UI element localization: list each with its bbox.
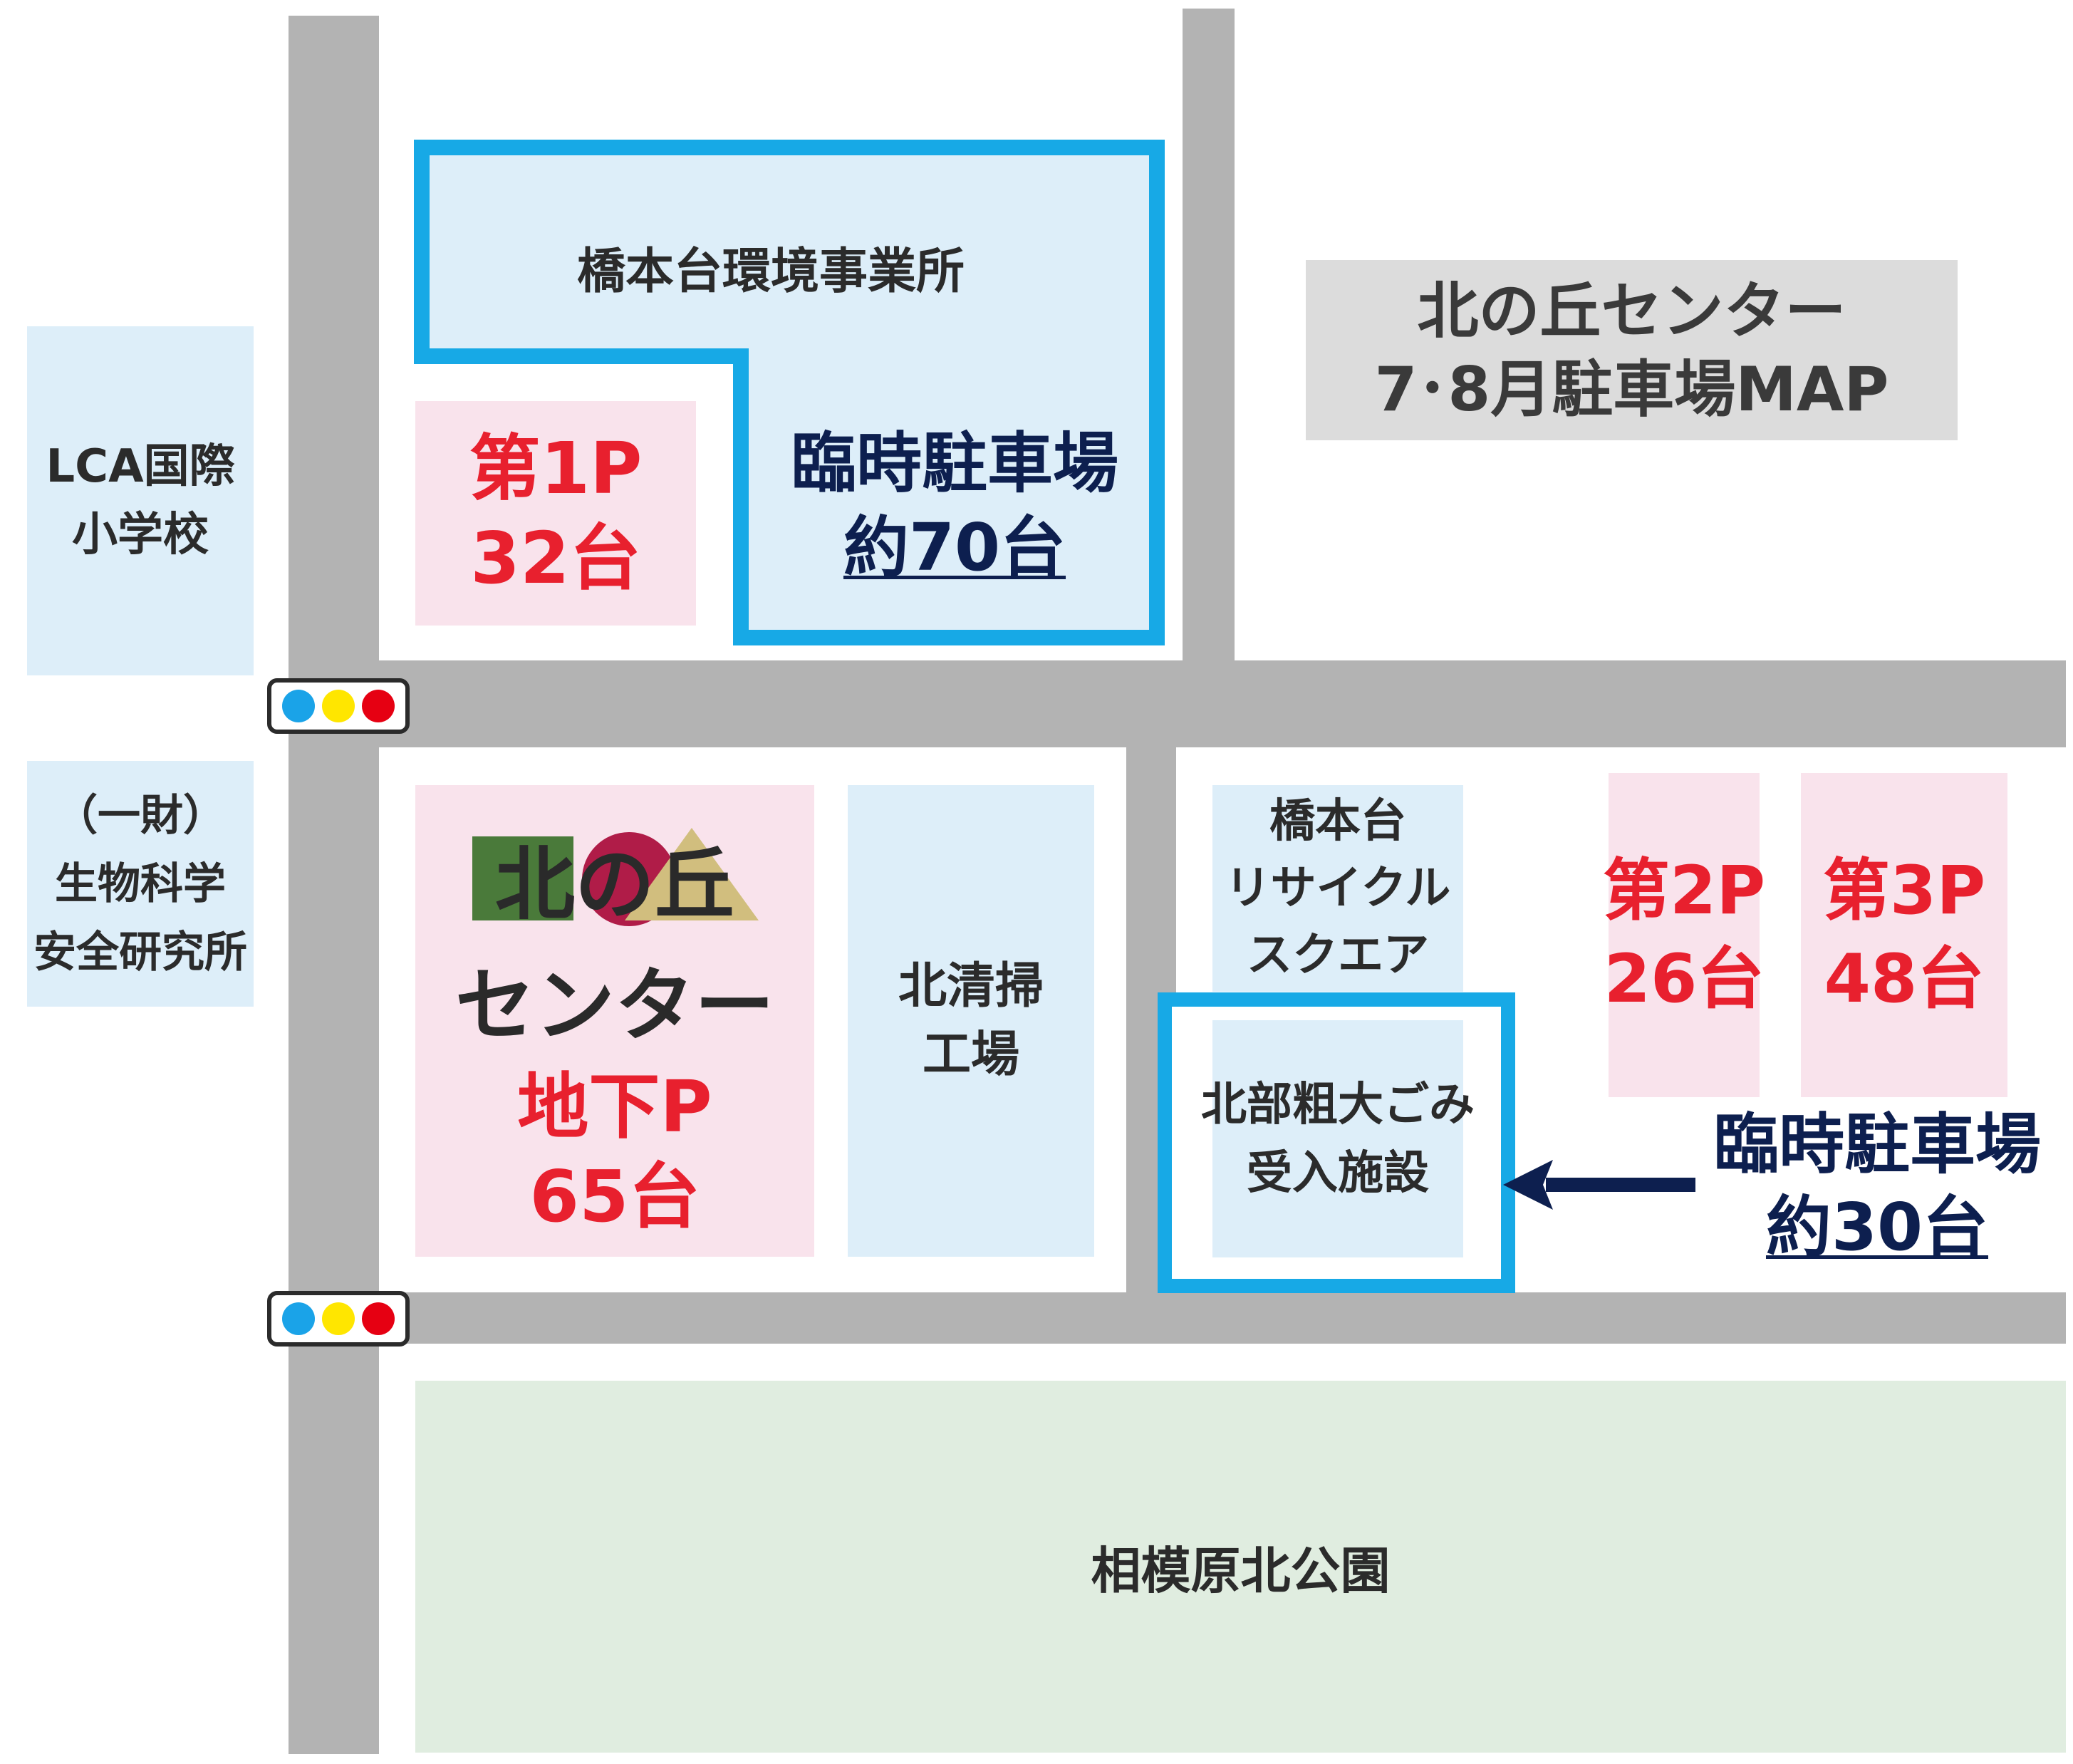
kitanooka-logo-shapes [472,828,759,926]
underground-parking-name: 地下P [517,1065,712,1148]
road-west-vertical [289,16,379,1754]
lca-school: LCA国際 小学校 [27,326,254,675]
kitanooka-center: 北の丘 センター 地下P 65台 [415,785,814,1257]
lamp-yellow [322,1302,355,1335]
bulky-waste-facility: 北部粗大ごみ 受入施設 [1201,1020,1475,1257]
underground-parking-count: 65台 [529,1155,700,1238]
sagamihara-north-park: 相模原北公園 [415,1381,2066,1753]
parking-2-count: 26台 [1604,940,1765,1018]
temp-parking-north-name: 臨時駐車場 [790,425,1118,502]
bulky-line1: 北部粗大ごみ [1201,1078,1475,1131]
temp-parking-east: 臨時駐車場 約30台 [1710,1101,2045,1272]
recycle-line3: スクエア [1247,929,1429,982]
recycle-line2: リサイクル [1225,862,1451,915]
bio-safety-institute: （一財） 生物科学 安全研究所 [27,761,254,1007]
lamp-blue [282,690,315,722]
map-title-line1: 北の丘センター [1417,275,1846,347]
traffic-light-icon [267,1291,410,1347]
kitanooka-logo-line2: センター [455,960,774,1052]
temp-parking-east-count: 約30台 [1765,1189,1989,1265]
recycle-line1: 橋本台 [1269,795,1406,848]
lamp-red [362,690,395,722]
kitanooka-logo-line1: 北の丘 [495,839,734,931]
kita-seiso-line2: 工場 [922,1027,1019,1083]
kita-seiso-plant: 北清掃 工場 [848,785,1094,1257]
lamp-yellow [322,690,355,722]
underground-parking: 地下P 65台 [415,1059,814,1245]
parking-1-name: 第1P [469,426,643,510]
lca-school-line1: LCA国際 [46,440,235,493]
temp-parking-north-count: 約70台 [843,509,1066,586]
bio-line1: （一財） [55,790,226,841]
road-north-vertical [1183,9,1235,660]
parking-3-count: 48台 [1824,940,1985,1018]
lamp-red [362,1302,395,1335]
parking-3-name: 第3P [1822,851,1986,930]
map-title: 北の丘センター 7･8月駐車場MAP [1306,260,1958,440]
env-office-label: 橋本台環境事業所 [577,244,965,300]
lca-school-line2: 小学校 [72,509,209,561]
parking-3: 第3P 48台 [1801,773,2007,1097]
lamp-blue [282,1302,315,1335]
traffic-light-icon [267,678,410,734]
road-lower-horizontal [289,1292,2066,1344]
road-upper-horizontal [289,660,2066,747]
parking-2: 第2P 26台 [1603,773,1765,1097]
bulky-line2: 受入施設 [1247,1146,1429,1200]
parking-2-name: 第2P [1602,851,1766,930]
park-label: 相模原北公園 [1091,1541,1391,1600]
arrow-left-icon [1503,1160,1695,1210]
bio-line2: 生物科学 [55,858,226,909]
kita-seiso-line1: 北清掃 [898,958,1044,1015]
map-title-line2: 7･8月駐車場MAP [1374,353,1889,425]
temp-parking-east-name: 臨時駐車場 [1713,1106,2041,1183]
kitanooka-logo-text: 北の丘 センター [415,824,814,1067]
recycle-square: 橋本台 リサイクル スクエア [1212,785,1463,992]
bio-line3: 安全研究所 [33,927,247,977]
parking-1: 第1P 32台 [415,401,696,626]
parking-1-count: 32台 [470,516,641,600]
temp-parking-north-outline [414,140,1165,645]
temp-parking-north: 臨時駐車場 約70台 [748,417,1161,595]
